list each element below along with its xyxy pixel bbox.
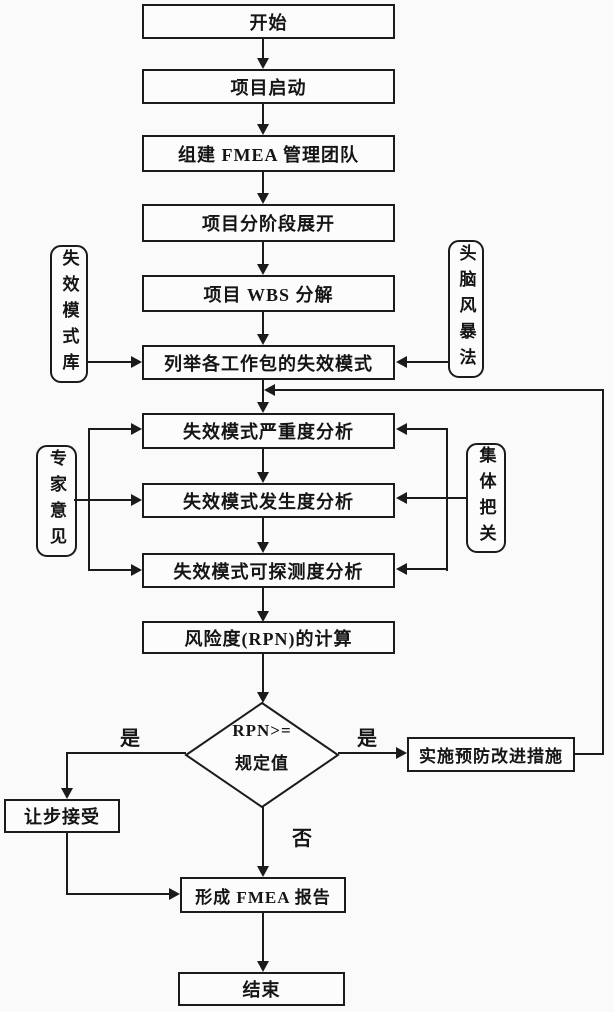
node-collective-check-label: 集体把关: [476, 446, 496, 550]
edge-label-yes-left: 是: [120, 728, 140, 750]
connector-line: [262, 807, 264, 868]
arrowhead-right: [131, 423, 142, 435]
connector-line: [88, 499, 133, 501]
node-start-label: 开始: [249, 12, 288, 33]
node-project-launch: 项目启动: [142, 69, 395, 104]
connector-line: [446, 428, 448, 571]
connector-line: [262, 242, 264, 266]
node-concession-accept-label: 让步接受: [24, 807, 100, 827]
node-start: 开始: [142, 4, 395, 39]
node-list-failure-modes-label: 列举各工作包的失效模式: [164, 353, 373, 374]
connector-line: [88, 569, 133, 571]
connector-line: [338, 752, 397, 754]
node-end-label: 结束: [242, 980, 281, 1000]
node-end: 结束: [178, 972, 345, 1006]
arrowhead-right: [396, 747, 407, 759]
connector-line: [66, 752, 68, 790]
arrowhead-down: [61, 788, 73, 799]
connector-line: [88, 361, 133, 363]
connector-line: [262, 38, 264, 60]
node-collective-check: 集体把关: [466, 443, 506, 553]
connector-line: [66, 833, 68, 895]
connector-line: [66, 893, 170, 895]
node-occurrence-analysis: 失效模式发生度分析: [142, 483, 395, 518]
arrowhead-down: [257, 866, 269, 877]
node-implement-measures-label: 实施预防改进措施: [419, 747, 563, 766]
arrowhead-down: [257, 611, 269, 622]
arrowhead-down: [257, 402, 269, 413]
node-fmea-report: 形成 FMEA 报告: [180, 877, 346, 913]
arrowhead-down: [257, 193, 269, 204]
connector-line: [262, 312, 264, 336]
node-implement-measures: 实施预防改进措施: [407, 737, 575, 772]
edge-label-no: 否: [292, 828, 312, 850]
node-list-failure-modes: 列举各工作包的失效模式: [142, 345, 395, 380]
arrowhead-left: [396, 423, 407, 435]
connector-line: [575, 753, 604, 755]
node-expert-opinion-label: 专家意见: [47, 449, 66, 553]
connector-line: [262, 104, 264, 126]
arrowhead-left: [396, 563, 407, 575]
connector-line: [405, 497, 448, 499]
arrowhead-left: [396, 492, 407, 504]
node-wbs-decomposition-label: 项目 WBS 分解: [203, 284, 334, 305]
node-failure-mode-library-label: 失效模式库: [59, 249, 79, 379]
arrowhead-down: [257, 961, 269, 972]
node-brainstorming-label: 头脑风暴法: [456, 244, 476, 374]
connector-line: [262, 172, 264, 195]
connector-line: [262, 449, 264, 474]
connector-line: [262, 588, 264, 613]
node-rpn-calculation: 风险度(RPN)的计算: [142, 621, 395, 654]
decision-top-text: RPN>=: [232, 721, 292, 740]
connector-line: [88, 428, 133, 430]
arrowhead-down: [257, 264, 269, 275]
arrowhead-right: [131, 494, 142, 506]
node-failure-mode-library: 失效模式库: [50, 245, 88, 383]
arrowhead-left: [264, 384, 275, 396]
node-severity-analysis-label: 失效模式严重度分析: [183, 422, 354, 442]
node-phased-development-label: 项目分阶段展开: [202, 214, 335, 234]
node-project-launch-label: 项目启动: [230, 77, 307, 98]
node-rpn-calculation-label: 风险度(RPN)的计算: [184, 628, 353, 649]
node-form-team: 组建 FMEA 管理团队: [142, 135, 395, 172]
arrowhead-right: [131, 564, 142, 576]
connector-line: [262, 518, 264, 544]
connector-line: [602, 389, 604, 755]
node-expert-opinion: 专家意见: [36, 445, 77, 557]
arrowhead-down: [257, 472, 269, 483]
arrowhead-right: [169, 888, 180, 900]
node-brainstorming: 头脑风暴法: [448, 240, 484, 378]
arrowhead-down: [257, 334, 269, 345]
arrowhead-down: [257, 124, 269, 135]
connector-line: [74, 499, 90, 501]
node-wbs-decomposition: 项目 WBS 分解: [142, 275, 395, 312]
node-form-team-label: 组建 FMEA 管理团队: [178, 144, 359, 165]
node-detectability-analysis-label: 失效模式可探测度分析: [173, 561, 364, 582]
arrowhead-right: [131, 356, 142, 368]
node-phased-development: 项目分阶段展开: [142, 204, 395, 242]
connector-line: [405, 361, 450, 363]
connector-line: [262, 380, 264, 404]
connector-line: [273, 389, 604, 391]
connector-line: [446, 497, 468, 499]
arrowhead-down: [257, 542, 269, 553]
node-concession-accept: 让步接受: [4, 799, 120, 833]
node-occurrence-analysis-label: 失效模式发生度分析: [183, 491, 354, 512]
connector-line: [262, 913, 264, 963]
connector-line: [262, 653, 264, 694]
connector-line: [405, 568, 448, 570]
connector-line: [405, 428, 448, 430]
node-fmea-report-label: 形成 FMEA 报告: [195, 887, 331, 907]
decision-bottom-text: 规定值: [235, 754, 289, 774]
arrowhead-down: [257, 58, 269, 69]
arrowhead-down: [257, 692, 269, 703]
arrowhead-left: [396, 356, 407, 368]
decision-diamond-label: RPN>= 规定值: [197, 714, 327, 780]
connector-line: [66, 752, 186, 754]
node-detectability-analysis: 失效模式可探测度分析: [142, 553, 395, 588]
node-severity-analysis: 失效模式严重度分析: [142, 413, 395, 449]
edge-label-yes-right: 是: [357, 728, 377, 750]
